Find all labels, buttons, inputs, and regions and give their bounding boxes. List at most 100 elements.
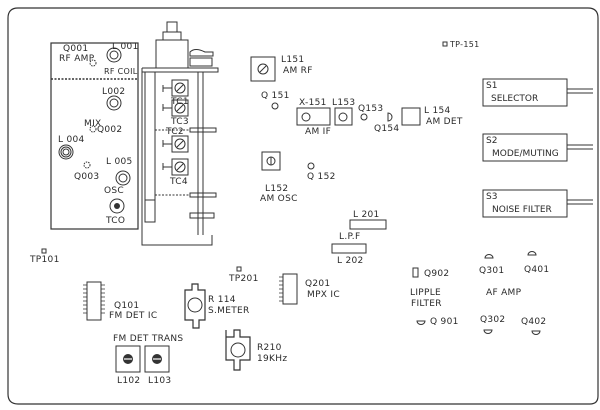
l001-function-label: RF COIL: [104, 67, 138, 76]
s2-switch-icon: [482, 133, 568, 162]
q301-transistor-icon: [484, 254, 494, 259]
q402-label: Q402: [521, 317, 547, 327]
q901-transistor-icon: [416, 320, 426, 325]
l201-label: L 201: [353, 210, 380, 220]
tp101-testpoint-icon: [41, 248, 47, 254]
l102-coil-icon: [115, 345, 141, 373]
q402-transistor-icon: [531, 330, 541, 335]
q901-label: Q 901: [430, 317, 459, 327]
l201-coil-icon: [349, 219, 387, 230]
x151-label: X-151: [299, 98, 327, 108]
q154-label: Q154: [374, 124, 400, 134]
mix-label: MIX: [84, 119, 102, 129]
tp151-label: TP-151: [450, 40, 480, 49]
am-if-label: AM IF: [305, 127, 332, 137]
s1-id-label: S1: [486, 81, 498, 91]
l004-label: L 004: [58, 135, 85, 145]
lipple-label: LIPPLE: [410, 288, 442, 298]
osc-label: OSC: [104, 186, 124, 196]
s2-name-label: MODE/MUTING: [492, 149, 559, 159]
q101-ic-icon: [86, 281, 102, 321]
q151-transistor-icon: [271, 102, 279, 110]
l002-label: L002: [102, 87, 126, 97]
tc1-label: TC1: [171, 97, 189, 107]
r114-label: R 114: [208, 295, 236, 305]
l151-label: L151: [281, 55, 305, 65]
filter-label: FILTER: [411, 299, 442, 309]
q002-label: Q002: [97, 125, 123, 135]
r210-trimpot-icon: [225, 329, 251, 371]
q302-label: Q302: [480, 315, 506, 325]
l151-function-label: AM RF: [283, 66, 313, 76]
tc1-trimmer-icon: [162, 79, 189, 97]
r210-label: R210: [257, 343, 282, 353]
tc4-trimmer-icon: [162, 158, 189, 176]
board-outline: [7, 7, 599, 405]
l005-coil-icon: [115, 170, 131, 186]
q001-transistor-icon: [89, 59, 97, 67]
tp201-testpoint-icon: [236, 266, 242, 272]
s3-name-label: NOISE FILTER: [492, 205, 552, 215]
l154-coil-icon: [401, 107, 421, 126]
q401-label: Q401: [524, 265, 550, 275]
l151-coil-icon: [250, 56, 276, 82]
tco-trimmer-icon: [109, 198, 125, 214]
tc2-label: TC2: [166, 127, 184, 137]
l004-coil-icon: [58, 144, 74, 160]
s2-id-label: S2: [486, 136, 498, 146]
q302-transistor-icon: [483, 329, 493, 334]
tuning-shaft-icon: [166, 21, 178, 33]
q153-transistor-icon: [360, 113, 368, 121]
q003-label: Q003: [74, 172, 100, 182]
tp201-label: TP201: [229, 274, 259, 284]
tp101-label: TP101: [30, 255, 60, 265]
q001-label: Q001: [63, 44, 89, 54]
l103-label: L103: [148, 376, 172, 386]
r210-function-label: 19KHz: [257, 354, 288, 364]
q201-label: Q201: [305, 279, 331, 289]
q902-label: Q902: [424, 269, 450, 279]
l152-function-label: AM OSC: [260, 194, 298, 204]
q154-transistor-icon: [387, 112, 393, 122]
q003-transistor-icon: [83, 161, 91, 169]
tc3-label: TC3: [171, 117, 189, 127]
tc3-trimmer-icon: [162, 99, 189, 117]
q301-label: Q301: [479, 266, 505, 276]
l153-label: L153: [332, 98, 356, 108]
q001-function-label: RF AMP: [59, 54, 95, 64]
q101-label: Q101: [114, 301, 140, 311]
r114-function-label: S.METER: [208, 306, 250, 316]
fm-det-trans-label: FM DET TRANS: [113, 334, 184, 344]
q151-label: Q 151: [261, 91, 290, 101]
l152-label: L152: [265, 184, 289, 194]
l202-coil-icon: [331, 243, 367, 254]
q002-transistor-icon: [89, 125, 97, 133]
q152-label: Q 152: [307, 172, 336, 182]
q153-label: Q153: [358, 104, 384, 114]
q101-function-label: FM DET IC: [109, 311, 158, 321]
tc4-label: TC4: [170, 177, 188, 187]
tco-slot-icon: [114, 203, 120, 209]
l153-coil-icon: [334, 107, 353, 126]
l152-coil-icon: [261, 151, 281, 171]
l202-label: L 202: [337, 256, 364, 266]
l154-label: L 154: [424, 106, 451, 116]
tco-label: TCO: [106, 216, 126, 226]
q902-regulator-icon: [412, 267, 419, 278]
l154-function-label: AM DET: [426, 117, 463, 127]
q201-ic-icon: [282, 273, 298, 305]
tc2-trimmer-icon: [162, 135, 189, 153]
l103-coil-icon: [144, 345, 170, 373]
s3-id-label: S3: [486, 192, 498, 202]
l005-label: L 005: [106, 157, 133, 167]
l001-label: L 001: [112, 42, 139, 52]
l002-coil-icon: [106, 95, 122, 111]
q152-transistor-icon: [307, 162, 315, 170]
lpf-label: L.P.F: [339, 232, 361, 242]
l102-label: L102: [117, 376, 141, 386]
tp151-testpoint-icon: [442, 41, 448, 47]
r114-trimpot-icon: [184, 283, 206, 329]
l001-coil-icon: [106, 47, 122, 63]
q201-function-label: MPX IC: [307, 290, 340, 300]
